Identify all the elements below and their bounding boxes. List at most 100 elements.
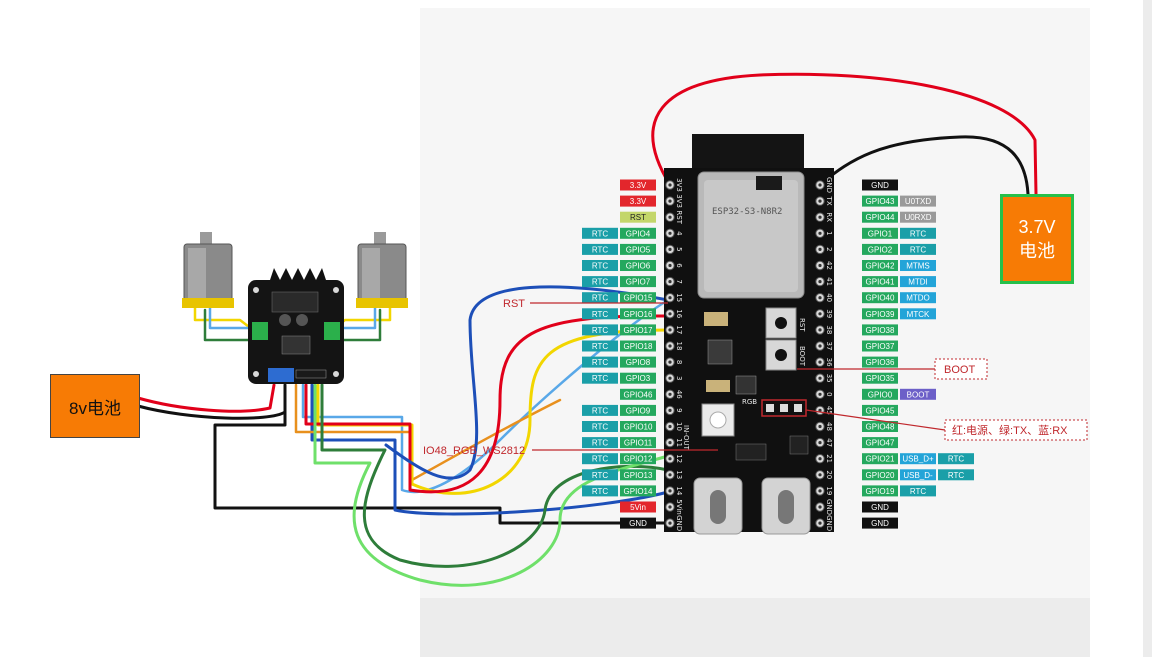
rgb-silk: RGB (742, 398, 757, 406)
left-pin-tag-8-1-text: GPIO16 (624, 310, 653, 319)
right-pin-4-silk: 2 (825, 247, 833, 251)
left-pin-tag-19-1: GPIO14 (620, 485, 656, 497)
right-pin-7-silk: 40 (825, 293, 833, 302)
right-pin-7 (815, 293, 825, 303)
battery-8v-label: 8v电池 (69, 398, 121, 418)
right-pin-tag-8-1-text: MTCK (907, 310, 930, 319)
left-pin-21 (665, 518, 675, 528)
callout-rst: RST (503, 298, 525, 310)
left-pin-14-silk: 9 (675, 408, 683, 412)
left-pin-13 (665, 389, 675, 399)
left-pin-2 (665, 212, 675, 222)
right-pin-tag-14-0-text: GPIO45 (866, 406, 895, 415)
right-pin-2-silk: RX (825, 212, 833, 222)
left-pin-17 (665, 454, 675, 464)
right-pin-14-silk: 45 (825, 406, 833, 415)
right-pin-tag-12-0-text: GPIO35 (866, 374, 895, 383)
right-pin-tag-17-0-text: GPIO21 (866, 455, 895, 464)
right-pin-16 (815, 437, 825, 448)
right-pin-tag-18-2: RTC (938, 469, 974, 481)
right-pin-11 (815, 357, 825, 367)
right-pin-1 (815, 196, 825, 206)
right-pin-14 (815, 405, 825, 416)
right-pin-tag-18-0-text: GPIO20 (866, 471, 895, 480)
left-pin-tag-9-1-text: GPIO17 (624, 326, 653, 335)
right-pin-tag-18-1: USB_D- (900, 469, 936, 481)
right-pin-tag-3-1: RTC (900, 227, 936, 239)
right-pin-tag-1-1: U0TXD (900, 195, 936, 207)
left-pin-tag-20-0-text: 5Vin (630, 503, 646, 512)
right-pin-tag-18-1-text: USB_D- (903, 471, 933, 480)
left-pin-tag-19-0-text: RTC (592, 487, 609, 496)
right-pin-tag-2-0-text: GPIO44 (866, 213, 895, 222)
right-pin-tag-5-1: MTMS (900, 260, 936, 271)
left-pin-0-silk: 3V3 (675, 178, 683, 192)
wire-blue-gpio15 (384, 285, 670, 480)
left-pin-tag-13-0: GPIO46 (620, 388, 656, 400)
left-pin-tag-10-0-text: RTC (592, 342, 609, 351)
left-pin-tag-6-1: GPIO7 (620, 276, 656, 288)
right-pin-5 (815, 260, 825, 271)
left-pin-1 (665, 196, 675, 206)
left-pin-8-silk: 16 (675, 309, 683, 318)
left-pin-tag-15-1-text: GPIO10 (624, 423, 653, 432)
left-pin-tag-18-1-text: GPIO13 (624, 471, 653, 480)
right-pin-tag-13-0: GPIO0 (862, 388, 898, 400)
left-pin-19-silk: 14 (675, 486, 683, 495)
right-pin-9-silk: 38 (825, 325, 833, 334)
right-pin-3 (815, 228, 825, 239)
left-pin-tag-8-0: RTC (582, 308, 618, 320)
esp32-devkit-board: ESP32-S3-N8R2 RST BOOT RGB IN-OUT (664, 134, 834, 535)
left-pin-tag-11-1: GPIO8 (620, 356, 656, 368)
right-pin-tag-14-0: GPIO45 (862, 404, 898, 416)
left-pin-tag-8-1: GPIO16 (620, 308, 656, 320)
right-pin-tag-3-1-text: RTC (910, 229, 927, 238)
left-pin-tag-16-1-text: GPIO11 (624, 439, 653, 448)
left-pin-tag-17-1: GPIO12 (620, 453, 656, 465)
left-pin-tag-8-0-text: RTC (592, 310, 609, 319)
left-pin-tag-16-0-text: RTC (592, 439, 609, 448)
right-pin-16-silk: 47 (825, 438, 833, 447)
wire-8v-black (136, 383, 287, 420)
left-pin-6-silk: 7 (675, 279, 683, 283)
right-pin-tag-4-1: RTC (900, 243, 936, 255)
wire-motor-right-green (328, 308, 382, 342)
left-pin-18 (665, 470, 675, 480)
left-pin-20 (665, 502, 675, 512)
left-pin-tag-21-0: GND (620, 517, 656, 529)
left-pin-3 (665, 228, 675, 239)
right-pin-tag-20-0-text: GND (871, 503, 889, 512)
left-pin-tag-17-0-text: RTC (592, 455, 609, 464)
vertical-scrollbar[interactable] (1143, 0, 1152, 657)
right-pin-10-silk: 37 (825, 342, 833, 351)
right-pin-tag-2-1-text: U0RXD (904, 213, 931, 222)
right-pin-17-silk: 21 (825, 454, 833, 463)
right-pin-tag-7-1-text: MTDO (906, 294, 930, 303)
left-pin-10 (665, 341, 675, 351)
motor-right (356, 232, 408, 308)
right-pin-20-silk: GND (825, 499, 833, 515)
left-pin-tag-12-1-text: GPIO3 (626, 374, 651, 383)
right-pin-tag-5-0-text: GPIO42 (866, 262, 895, 271)
right-pin-tag-19-0: GPIO19 (862, 485, 898, 497)
right-pin-11-silk: 36 (825, 358, 833, 367)
right-pin-tag-6-1: MTDI (900, 276, 936, 288)
usb-antenna-block (692, 134, 804, 174)
right-pin-19-silk: 19 (825, 486, 833, 495)
left-pin-tag-9-0: RTC (582, 324, 618, 336)
left-pin-tag-14-0-text: RTC (592, 406, 609, 415)
right-pin-tag-19-0-text: GPIO19 (866, 487, 895, 496)
right-pin-tag-7-0-text: GPIO40 (866, 294, 895, 303)
left-pin-tag-7-1: GPIO15 (620, 292, 656, 304)
left-pin-tag-11-1-text: GPIO8 (626, 358, 651, 367)
left-pin-9 (665, 325, 675, 335)
right-pin-4 (815, 244, 825, 255)
right-pin-20 (815, 502, 825, 512)
left-pin-tag-5-1: GPIO6 (620, 260, 656, 271)
left-pin-tag-0-0-text: 3.3V (630, 181, 647, 190)
callout-led: 红:电源、绿:TX、蓝:RX (952, 423, 1068, 437)
right-pin-13-silk: 0 (825, 392, 833, 396)
left-pin-11 (665, 357, 675, 367)
left-pin-tag-16-1: GPIO11 (620, 437, 656, 449)
